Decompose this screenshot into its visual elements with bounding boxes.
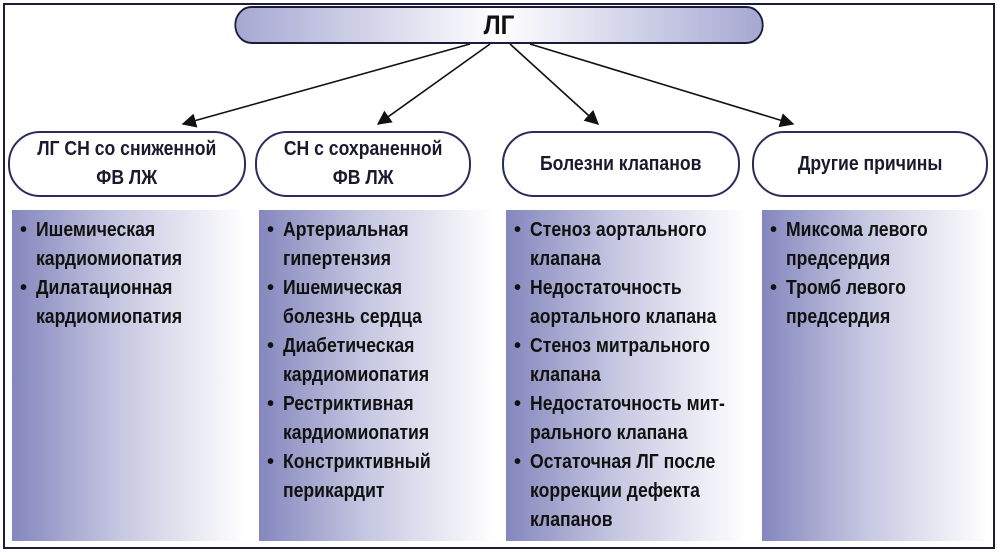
column-1-header: ЛГ СН со сниженной ФВ ЛЖ [8,131,246,197]
column-4-panel: • Миксома левого предсердия • Тромб левого… [762,210,988,541]
arrow-to-column-1 [181,43,471,128]
arrow-to-column-4 [529,43,795,128]
list-item-text: Артериальная гипертензия [283,219,409,270]
list-item: • Ишемическая кардиомиопатия [18,216,239,274]
bullet-icon: • [514,451,522,473]
list-item-text: Стеноз аортального клапана [530,219,707,270]
list-item-text: Стеноз митрального клапана [530,335,711,386]
list-item-text: Ишемическая кардиомиопатия [36,219,183,270]
list-item-text: Недостаточность аортального клапана [530,277,717,328]
column-2-panel: • Артериальная гипертензия • Ишемическая б… [259,210,494,541]
bullet-icon: • [20,277,28,299]
bullet-icon: • [770,219,778,241]
list-item-text: Рестриктивная кардиомиопатия [283,393,430,444]
column-1-panel: • Ишемическая кардиомиопатия • Дилатационн… [12,210,245,541]
arrow-to-column-3 [509,43,600,125]
list-item: • Ишемическая болезнь сердца [265,274,488,332]
list-item-text: Ишемическая болезнь сердца [283,277,422,328]
list-item: • Недостаточность мит- рального клапана [512,390,740,448]
list-item-text: Тромб левого предсердия [786,277,906,328]
bullet-icon: • [514,335,522,357]
column-3-list: • Стеноз аортального клапана • Недостаточн… [512,216,740,535]
list-item-text: Миксома левого предсердия [786,219,928,270]
list-item-text: Недостаточность мит- рального клапана [530,393,725,444]
column-3-header-text: Болезни клапанов [540,152,702,175]
column-4-header: Другие причины [752,131,988,197]
bullet-icon: • [20,219,28,241]
bullet-icon: • [267,219,275,241]
list-item: • Диабетическая кардиомиопатия [265,332,488,390]
list-item: • Миксома левого предсердия [768,216,982,274]
list-item: • Стеноз аортального клапана [512,216,740,274]
bullet-icon: • [514,393,522,415]
bullet-icon: • [267,393,275,415]
column-3-panel: • Стеноз аортального клапана • Недостаточн… [506,210,746,541]
list-item: • Остаточная ЛГ после коррекции дефекта к… [512,448,740,535]
column-3-header: Болезни клапанов [502,131,740,197]
list-item-text: Остаточная ЛГ после коррекции дефекта кл… [530,451,716,531]
list-item: • Рестриктивная кардиомиопатия [265,390,488,448]
column-4-header-text: Другие причины [797,152,943,175]
list-item: • Дилатационная кардиомиопатия [18,274,239,332]
list-item-text: Дилатационная кардиомиопатия [36,277,183,328]
bullet-icon: • [267,335,275,357]
list-item-text: Диабетическая кардиомиопатия [283,335,430,386]
list-item: • Тромб левого предсердия [768,274,982,332]
diagram-frame [3,3,995,549]
column-2-header: СН с сохраненной ФВ ЛЖ [255,131,471,197]
bullet-icon: • [770,277,778,299]
list-item: • Артериальная гипертензия [265,216,488,274]
list-item: • Констриктивный перикардит [265,448,488,506]
column-4-list: • Миксома левого предсердия • Тромб левого… [768,216,982,332]
bullet-icon: • [514,277,522,299]
list-item: • Недостаточность аортального клапана [512,274,740,332]
column-2-list: • Артериальная гипертензия • Ишемическая б… [265,216,488,506]
bullet-icon: • [267,277,275,299]
bullet-icon: • [267,451,275,473]
column-1-header-text: ЛГ СН со сниженной ФВ ЛЖ [37,138,217,189]
column-2-header-text: СН с сохраненной ФВ ЛЖ [283,138,443,189]
column-1-list: • Ишемическая кардиомиопатия • Дилатационн… [18,216,239,332]
list-item-text: Констриктивный перикардит [283,451,431,502]
bullet-icon: • [514,219,522,241]
list-item: • Стеноз митрального клапана [512,332,740,390]
root-node: ЛГ [234,6,764,44]
arrow-to-column-2 [376,43,491,125]
